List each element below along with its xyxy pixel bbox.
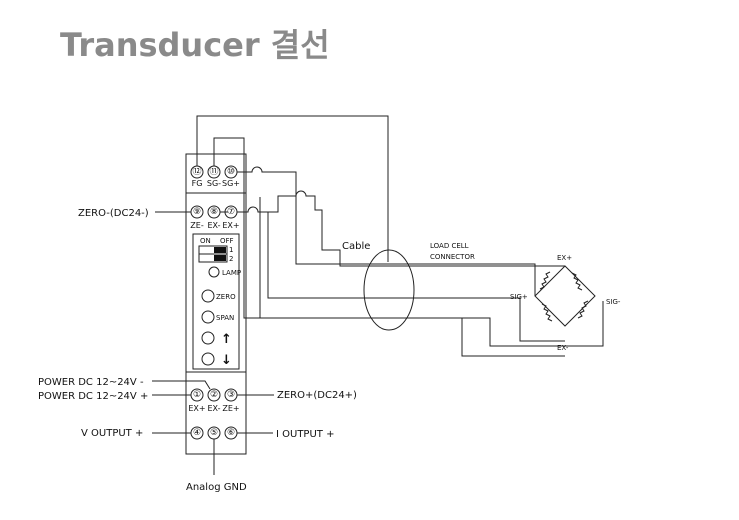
wire-ze-line — [258, 190, 565, 267]
svg-text:ZE-: ZE- — [190, 221, 204, 230]
terminal-6[interactable]: ⑥ — [224, 426, 238, 440]
zero-button[interactable] — [201, 289, 215, 303]
sig-plus-label: SIG+ — [510, 293, 528, 301]
svg-text:⑦: ⑦ — [227, 207, 235, 217]
i-output-label: I OUTPUT + — [276, 429, 334, 440]
svg-text:⑩: ⑩ — [227, 167, 235, 177]
wire-ex-plus — [237, 206, 565, 342]
zero-label: ZERO — [216, 293, 236, 301]
cable-shield — [363, 249, 415, 331]
zero-plus-label: ZERO+(DC24+) — [277, 390, 357, 401]
up-button[interactable] — [201, 331, 215, 345]
load-cell-label-2: CONNECTOR — [430, 253, 475, 261]
terminal-8[interactable]: ⑧ EX- — [207, 205, 221, 230]
svg-text:①: ① — [193, 390, 201, 400]
svg-text:OFF: OFF — [220, 237, 234, 245]
terminal-7[interactable]: ⑦ EX+ — [222, 205, 240, 230]
svg-text:④: ④ — [193, 428, 201, 438]
dip-switch[interactable]: ON OFF 1 2 — [198, 237, 234, 263]
v-output-label: V OUTPUT + — [81, 428, 143, 439]
terminal-11[interactable]: ⑪ SG- — [207, 165, 221, 188]
svg-text:1: 1 — [229, 246, 233, 254]
svg-text:⑤: ⑤ — [210, 428, 218, 438]
zero-minus-label: ZERO-(DC24-) — [78, 208, 149, 219]
power-plus-label: POWER DC 12~24V + — [38, 391, 148, 402]
wire-fg — [196, 115, 389, 262]
svg-text:SG-: SG- — [207, 179, 221, 188]
terminal-2[interactable]: ② EX- — [207, 388, 221, 413]
terminal-3[interactable]: ③ ZE+ — [222, 388, 240, 413]
svg-text:⑧: ⑧ — [210, 207, 218, 217]
ex-plus-label: EX+ — [557, 254, 572, 262]
svg-text:⑫: ⑫ — [192, 166, 201, 177]
terminal-4[interactable]: ④ — [190, 426, 204, 440]
svg-text:②: ② — [210, 390, 218, 400]
terminal-1[interactable]: ① EX+ — [188, 388, 206, 413]
svg-text:③: ③ — [227, 390, 235, 400]
svg-text:⑪: ⑪ — [209, 166, 218, 177]
wire-sg-plus — [237, 166, 536, 296]
analog-gnd-label: Analog GND — [186, 482, 247, 493]
lamp-label: LAMP — [222, 269, 241, 277]
module-body — [185, 153, 247, 455]
svg-text:FG: FG — [192, 179, 203, 188]
ex-minus-label: EX- — [557, 344, 569, 352]
lamp-icon — [208, 266, 220, 278]
load-cell-label-1: LOAD CELL — [430, 242, 469, 250]
svg-text:EX-: EX- — [207, 221, 220, 230]
svg-text:SG+: SG+ — [222, 179, 240, 188]
down-button[interactable] — [201, 352, 215, 366]
terminal-10[interactable]: ⑩ SG+ — [222, 165, 240, 188]
control-panel — [192, 233, 240, 370]
svg-text:ON: ON — [200, 237, 211, 245]
span-button[interactable] — [201, 310, 215, 324]
terminal-5[interactable]: ⑤ — [207, 426, 221, 440]
svg-text:EX-: EX- — [207, 404, 220, 413]
svg-text:⑨: ⑨ — [193, 207, 201, 217]
svg-text:2: 2 — [229, 255, 233, 263]
sig-minus-label: SIG- — [606, 298, 621, 306]
down-arrow-icon: ↓ — [221, 353, 232, 368]
power-minus-label: POWER DC 12~24V - — [38, 377, 144, 388]
page-title: Transducer 결선 — [60, 26, 330, 64]
svg-text:EX+: EX+ — [222, 221, 239, 230]
terminal-12[interactable]: ⑫ FG — [190, 165, 204, 188]
up-arrow-icon: ↑ — [221, 332, 232, 347]
svg-text:ZE+: ZE+ — [222, 404, 239, 413]
svg-text:⑥: ⑥ — [227, 428, 235, 438]
wire-to-ex-minus — [259, 197, 565, 357]
cable-label: Cable — [342, 241, 370, 252]
span-label: SPAN — [216, 314, 234, 322]
terminal-9[interactable]: ⑨ ZE- — [190, 205, 204, 230]
svg-text:EX+: EX+ — [188, 404, 205, 413]
load-cell-bridge — [534, 265, 596, 327]
